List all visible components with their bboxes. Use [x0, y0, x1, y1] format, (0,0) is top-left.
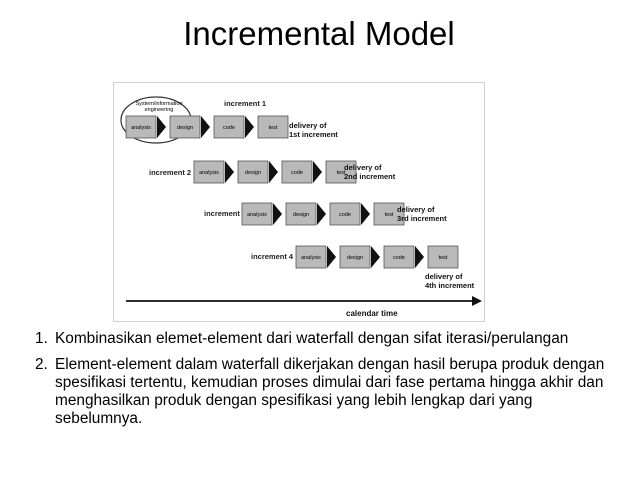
delivery-label: delivery of [397, 205, 435, 214]
stage-label-code: code [393, 255, 405, 261]
stage-label-analysis: analysis [247, 212, 267, 218]
stage-box-test [257, 115, 289, 139]
flow-arrow [415, 246, 424, 268]
stage-box-design [169, 115, 201, 139]
stage-label-code: code [291, 170, 303, 176]
flow-arrow [273, 203, 282, 225]
stage-box-analysis [295, 245, 327, 269]
increment-label: increment 4 [251, 252, 294, 261]
axis-arrowhead [472, 296, 482, 306]
list-text: Kombinasikan elemet-element dari waterfa… [55, 330, 569, 347]
axis-label: calendar time [346, 309, 398, 318]
increment-label: increment 2 [149, 168, 191, 177]
system-engineering-label: System/information [135, 101, 182, 107]
stage-label-test: test [269, 125, 278, 131]
stage-box-code [383, 245, 415, 269]
stage-label-design: design [347, 255, 363, 261]
flow-arrow [201, 116, 210, 138]
list-number: 1. [35, 330, 48, 347]
stage-label-design: design [177, 125, 193, 131]
flow-arrow [371, 246, 380, 268]
stage-box-test [325, 160, 357, 184]
stage-label-test: test [337, 170, 346, 176]
stage-box-analysis [193, 160, 225, 184]
stage-box-design [339, 245, 371, 269]
stage-label-code: code [339, 212, 351, 218]
stage-label-test: test [439, 255, 448, 261]
delivery-label: 1st increment [289, 130, 338, 139]
stage-label-design: design [293, 212, 309, 218]
stage-box-analysis [125, 115, 157, 139]
stage-label-test: test [385, 212, 394, 218]
list-item: 2. Element-element dalam waterfall diker… [35, 356, 610, 428]
stage-box-test [427, 245, 459, 269]
delivery-label: 3rd increment [397, 214, 447, 223]
list-number: 2. [35, 356, 48, 373]
delivery-label: delivery of [425, 272, 463, 281]
explanation-list: 1. Kombinasikan elemet-element dari wate… [35, 330, 610, 436]
stage-label-analysis: analysis [131, 125, 151, 131]
flow-arrow [317, 203, 326, 225]
delivery-label: 2nd increment [344, 172, 396, 181]
stage-box-code [329, 202, 361, 226]
flow-arrow [269, 161, 278, 183]
stage-box-code [213, 115, 245, 139]
increment-label: increment 3 [204, 209, 246, 218]
stage-label-design: design [245, 170, 261, 176]
stage-box-design [237, 160, 269, 184]
stage-box-test [373, 202, 405, 226]
delivery-label: delivery of [289, 121, 327, 130]
flow-arrow [245, 116, 254, 138]
stage-box-design [285, 202, 317, 226]
list-item: 1. Kombinasikan elemet-element dari wate… [35, 330, 610, 348]
flow-arrow [313, 161, 322, 183]
flow-arrow [225, 161, 234, 183]
flow-arrow [327, 246, 336, 268]
stage-label-analysis: analysis [199, 170, 219, 176]
stage-label-code: code [223, 125, 235, 131]
flow-arrow [157, 116, 166, 138]
stage-box-code [281, 160, 313, 184]
system-engineering-label: engineering [145, 107, 174, 113]
stage-label-analysis: analysis [301, 255, 321, 261]
stage-box-analysis [241, 202, 273, 226]
flow-arrow [361, 203, 370, 225]
slide-title: Incremental Model [183, 15, 455, 52]
delivery-label: delivery of [344, 163, 382, 172]
delivery-label: 4th increment [425, 281, 475, 290]
list-text: Element-element dalam waterfall dikerjak… [55, 356, 605, 427]
increment-label: increment 1 [224, 99, 266, 108]
